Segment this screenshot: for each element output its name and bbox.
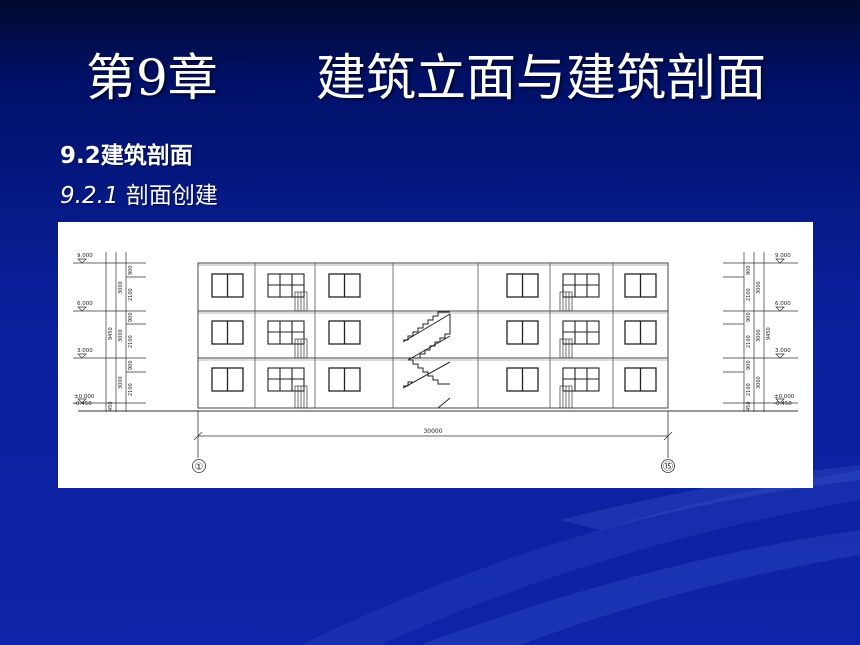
title-chapter: 第9章: [86, 49, 218, 107]
building-outline: [197, 262, 669, 409]
left-level-1: 9.000: [77, 253, 93, 259]
right-dim-split-2: 2100: [746, 288, 752, 301]
section-heading: 9.2建筑剖面: [60, 143, 193, 169]
right-dim-split-5: 900: [746, 360, 752, 370]
slide-title: 第9章 建筑立面与建筑剖面: [0, 30, 860, 110]
left-dim-split-2: 2100: [128, 288, 134, 301]
left-dim-split-1: 900: [128, 265, 134, 275]
right-dim-texts: 9450 3000 3000 3000 900 2100 900 2100 90…: [746, 265, 772, 411]
balcony-rails: [294, 291, 573, 409]
subsection-heading: 9.2.1 剖面创建: [60, 176, 218, 210]
left-level-2: 6.000: [77, 301, 93, 307]
dim-total-length: 30000: [423, 428, 442, 435]
right-level-4: ±0.000: [774, 394, 795, 400]
subsection-text: 剖面创建: [125, 183, 218, 209]
right-level-2: 6.000: [775, 301, 791, 307]
right-dim-floor-2: 3000: [756, 329, 762, 342]
right-dim-floor-1: 3000: [756, 281, 762, 294]
left-dim-floor-1: 3000: [118, 281, 124, 294]
right-dim-split-4: 2100: [746, 335, 752, 348]
right-level-5: -0.450: [774, 401, 792, 407]
grid-windows: [267, 273, 600, 392]
right-dim-split-1: 900: [746, 265, 752, 275]
elevation-svg: 30000 ① ⑮ 9.000 6.000 3.000 ±0.000 -0.45…: [73, 252, 798, 473]
column-lines: [254, 263, 614, 408]
right-dim-base: 450: [746, 401, 752, 411]
right-dim-split-6: 2100: [746, 383, 752, 396]
axis-label-right: ⑮: [663, 461, 673, 473]
left-dim-split-4: 2100: [128, 335, 134, 348]
left-dim-floor-3: 3000: [118, 376, 124, 389]
left-dim-split-6: 2100: [128, 383, 134, 396]
right-level-3: 3.000: [775, 348, 791, 354]
right-dim-total: 9450: [766, 327, 772, 340]
left-dim-floor-2: 3000: [118, 329, 124, 342]
right-dim-lines: [723, 252, 798, 412]
left-dim-lines: [73, 252, 146, 412]
right-dim-floor-3: 3000: [756, 376, 762, 389]
left-dim-split-5: 900: [128, 360, 134, 370]
axis-label-left: ①: [195, 462, 204, 473]
right-level-1: 9.000: [775, 253, 791, 259]
left-dim-total: 9450: [108, 327, 114, 340]
dimension-line: [193, 411, 673, 458]
left-level-5: -0.450: [74, 401, 92, 407]
windows: [211, 273, 657, 392]
left-dim-texts: 9450 3000 3000 3000 900 2100 900 2100 90…: [108, 265, 134, 411]
elevation-drawing: 30000 ① ⑮ 9.000 6.000 3.000 ±0.000 -0.45…: [58, 222, 813, 488]
left-dim-split-3: 900: [128, 312, 134, 322]
left-dim-base: 450: [108, 401, 114, 411]
stair: [402, 311, 451, 409]
right-dim-split-3: 900: [746, 312, 752, 322]
left-level-4: ±0.000: [74, 394, 95, 400]
title-text: 建筑立面与建筑剖面: [316, 49, 766, 107]
left-level-3: 3.000: [77, 348, 93, 354]
subsection-number: 9.2.1: [60, 183, 119, 209]
